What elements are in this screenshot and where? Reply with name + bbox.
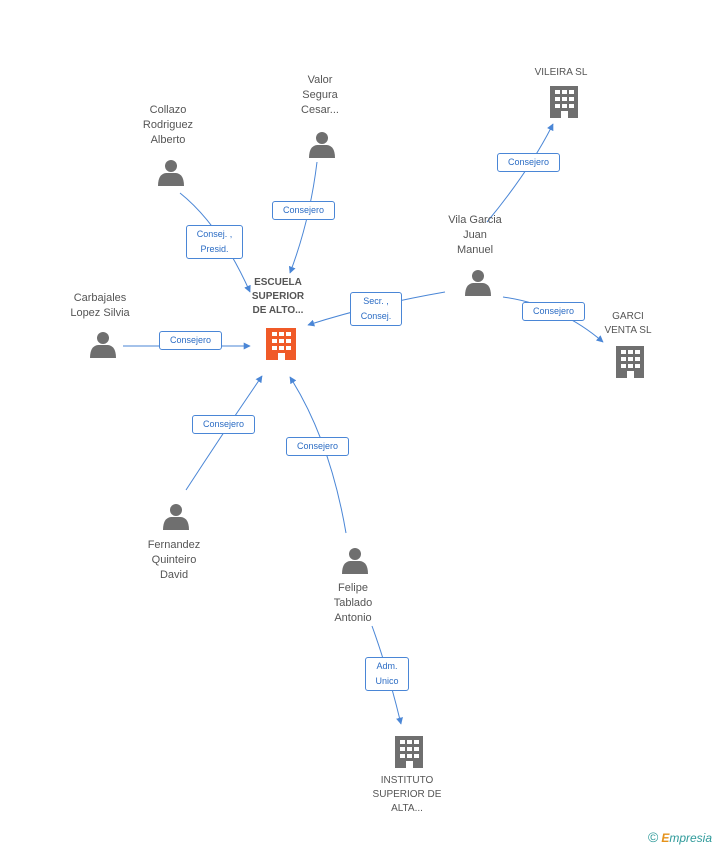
empresia-logo[interactable]: ©Empresia xyxy=(648,829,712,845)
person-label-collazo[interactable]: Collazo Rodriguez Alberto xyxy=(142,104,194,146)
person-icon-fernandez[interactable] xyxy=(163,504,189,530)
person-icon-collazo[interactable] xyxy=(158,160,184,186)
relation-label-vila-vileira[interactable]: Consejero xyxy=(497,153,560,172)
building-icon-escuela[interactable] xyxy=(266,328,296,360)
person-icon-vila[interactable] xyxy=(465,270,491,296)
company-label-garci[interactable]: GARCI VENTA SL xyxy=(604,311,652,336)
person-label-fernandez[interactable]: Fernandez Quinteiro David xyxy=(147,539,201,581)
company-label-escuela[interactable]: ESCUELA SUPERIOR DE ALTO... xyxy=(251,277,305,316)
relation-label-fernandez[interactable]: Consejero xyxy=(192,415,255,434)
person-icon-valor[interactable] xyxy=(309,132,335,158)
brand-initial: E xyxy=(661,831,670,845)
relation-label-collazo[interactable]: Consej. , Presid. xyxy=(186,225,243,259)
company-label-vileira[interactable]: VILEIRA SL xyxy=(534,67,588,78)
person-label-valor[interactable]: Valor Segura Cesar... xyxy=(301,74,339,116)
relation-label-vila-garci[interactable]: Consejero xyxy=(522,302,585,321)
person-icon-felipe[interactable] xyxy=(342,548,368,574)
relation-label-felipe-escuela[interactable]: Consejero xyxy=(286,437,349,456)
building-icon-garci[interactable] xyxy=(616,346,644,378)
copyright-icon: © xyxy=(648,829,659,845)
relation-label-carbajales[interactable]: Consejero xyxy=(159,331,222,350)
company-label-instituto[interactable]: INSTITUTO SUPERIOR DE ALTA... xyxy=(372,775,442,814)
person-label-carbajales[interactable]: Carbajales Lopez Silvia xyxy=(70,292,130,319)
relation-label-valor[interactable]: Consejero xyxy=(272,201,335,220)
edge-vila-vileira xyxy=(486,123,554,223)
person-icon-carbajales[interactable] xyxy=(90,332,116,358)
relation-label-felipe-instituto[interactable]: Adm. Unico xyxy=(365,657,409,691)
brand-name: mpresia xyxy=(669,831,713,845)
person-label-vila[interactable]: Vila Garcia Juan Manuel xyxy=(448,214,502,256)
person-label-felipe[interactable]: Felipe Tablado Antonio xyxy=(333,582,373,624)
person-icons xyxy=(90,132,491,574)
relation-label-vila-escuela[interactable]: Secr. , Consej. xyxy=(350,292,402,326)
building-icon-vileira[interactable] xyxy=(550,86,578,118)
building-icon-instituto[interactable] xyxy=(395,736,423,768)
